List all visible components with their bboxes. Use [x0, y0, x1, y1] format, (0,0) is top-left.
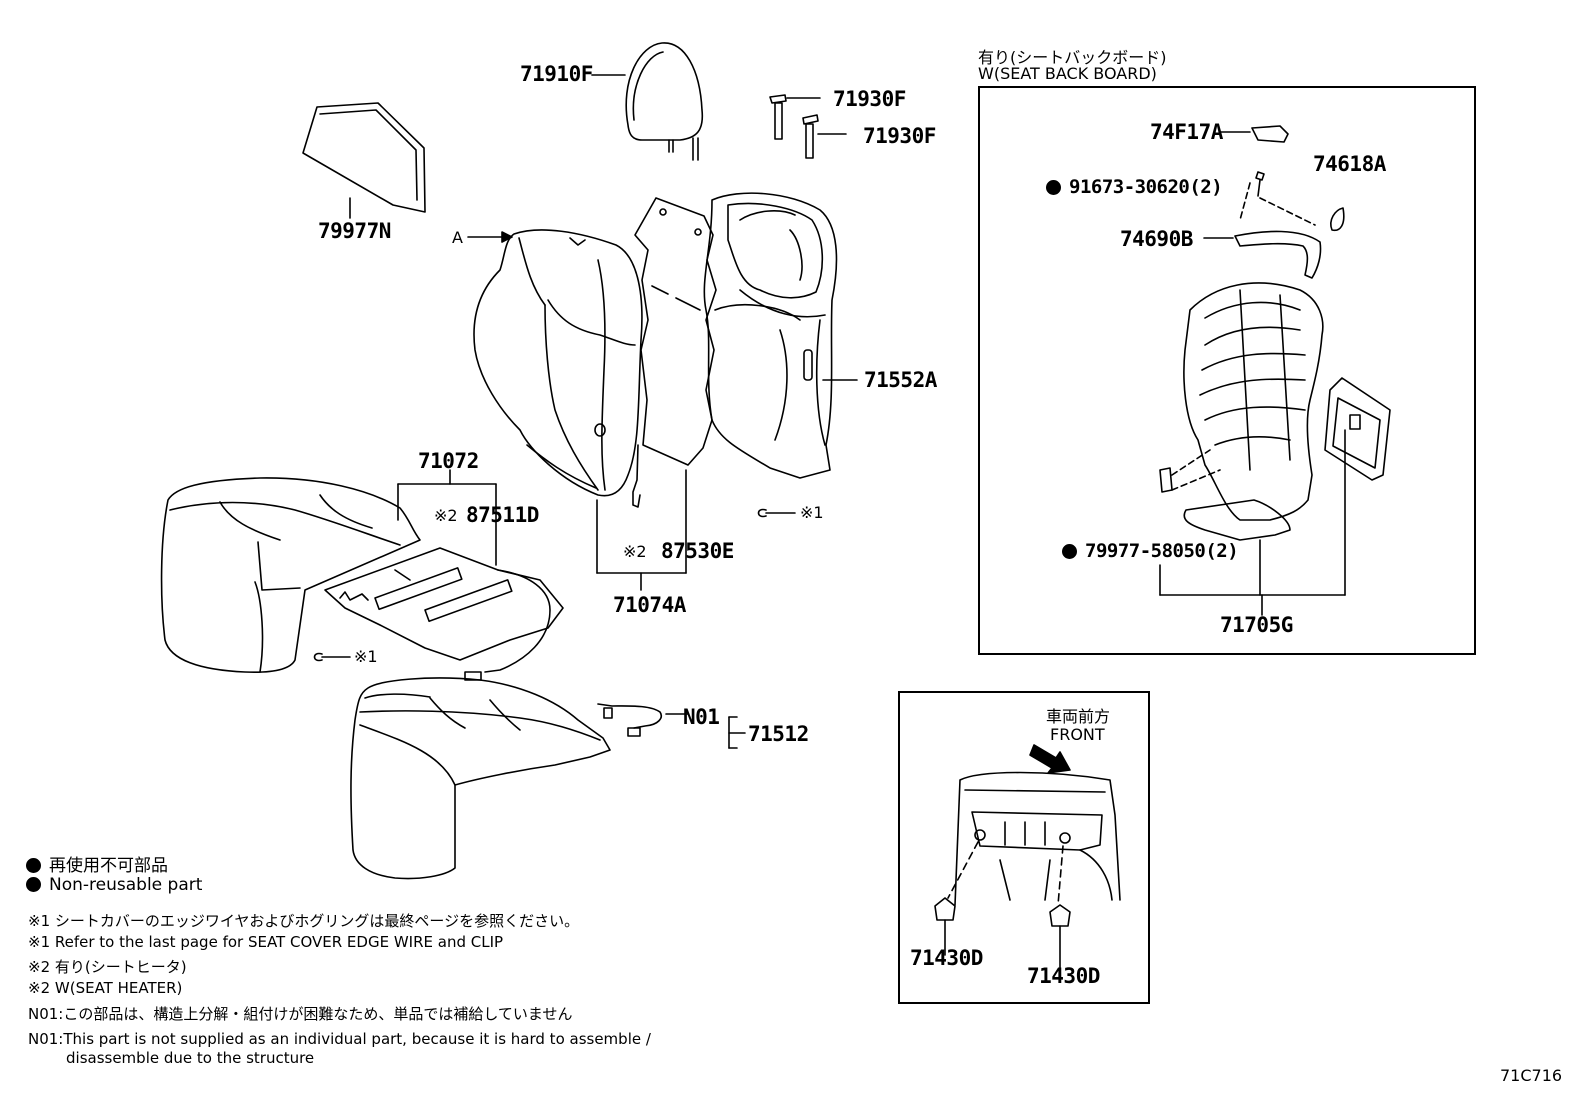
note-2-en: ※2 W(SEAT HEATER) [28, 979, 183, 997]
note-3-jp: N01:この部品は、構造上分解・組付けが困難なため、単品では補給していません [28, 1005, 573, 1023]
part-91673-label: 91673-30620(2) [1069, 176, 1223, 198]
part-74690B: 74690B [1120, 227, 1193, 251]
part-79977N: 79977N [318, 219, 391, 243]
note-1-en: ※1 Refer to the last page for SEAT COVER… [28, 933, 504, 951]
legend-non-reusable-en: Non-reusable part [26, 875, 202, 895]
seat-back-frame-71552A [703, 192, 858, 479]
seat-cushion-cover-illustration [160, 477, 421, 673]
seat-back-panel-79977N [302, 102, 426, 219]
non-reusable-dot-icon [26, 858, 41, 873]
note-1-jp: ※1 シートカバーのエッジワイヤおよびホグリングは最終ページを参照ください。 [28, 912, 580, 930]
part-74618A: 74618A [1313, 152, 1386, 176]
seat-back-pad-87530E [632, 197, 717, 508]
seat-back-board-title-en: W(SEAT BACK BOARD) [978, 64, 1157, 83]
front-label-en: FRONT [1050, 725, 1105, 744]
legend-non-reusable-jp: 再使用不可部品 [26, 851, 168, 876]
view-a-label: A [452, 228, 463, 247]
seat-cushion-pad-71512 [350, 677, 611, 880]
part-79977-label: 79977-58050(2) [1085, 540, 1239, 562]
part-71430D-right: 71430D [1027, 964, 1100, 988]
ref-mark-1-upper: ※1 [800, 503, 824, 522]
part-71910F: 71910F [520, 62, 593, 86]
note-3-en-line1: N01:This part is not supplied as an indi… [28, 1030, 651, 1048]
ref-mark-2-heater: ※2 [434, 506, 458, 525]
ref-mark-1-lower: ※1 [354, 647, 378, 666]
headrest-guide-illustration [769, 94, 847, 159]
non-reusable-dot-icon [26, 877, 41, 892]
part-71072: 71072 [418, 449, 479, 473]
part-71074A: 71074A [613, 593, 686, 617]
seat-back-cover-illustration [473, 229, 643, 497]
part-71512: 71512 [748, 722, 809, 746]
part-N01: N01 [683, 705, 720, 729]
part-71930F-upper: 71930F [833, 87, 906, 111]
part-71430D-left: 71430D [910, 946, 983, 970]
part-79977-58050: 79977-58050(2) [1062, 540, 1239, 562]
part-71705G: 71705G [1220, 613, 1293, 637]
seat-heater-87511D [324, 547, 564, 681]
headrest-illustration [591, 42, 704, 161]
drawing-code: 71C716 [1500, 1066, 1563, 1085]
note-3-en-line2: disassemble due to the structure [66, 1049, 315, 1067]
non-reusable-dot-icon [1046, 180, 1061, 195]
seat-back-board-box [978, 86, 1476, 655]
part-87511D: 87511D [466, 503, 539, 527]
part-87530E: 87530E [661, 539, 734, 563]
front-label-jp: 車両前方 [1046, 707, 1111, 726]
seat-back-board-illustration [1159, 125, 1391, 616]
part-71552A: 71552A [864, 368, 937, 392]
legend-en-label: Non-reusable part [49, 875, 203, 895]
legend-jp-label: 再使用不可部品 [49, 856, 168, 876]
part-71930F-lower: 71930F [863, 124, 936, 148]
front-view-illustration [934, 744, 1121, 973]
part-91673-30620: 91673-30620(2) [1046, 176, 1223, 198]
ref-mark-2-pad: ※2 [623, 542, 647, 561]
seat-back-board-title-jp: 有り(シートバックボード) [978, 48, 1167, 67]
note-2-jp: ※2 有り(シートヒータ) [28, 958, 187, 976]
non-reusable-dot-icon [1062, 544, 1077, 559]
part-74F17A: 74F17A [1150, 120, 1223, 144]
front-view-box [898, 691, 1150, 1004]
